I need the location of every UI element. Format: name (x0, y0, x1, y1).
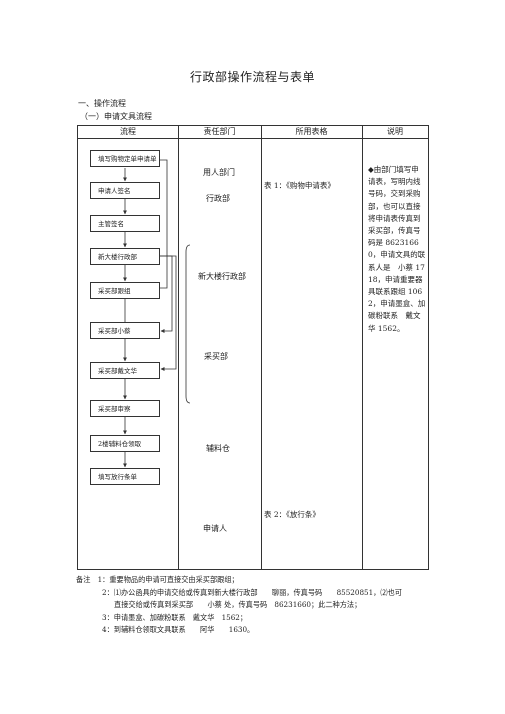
flow-step-manager-sign: 主管签名 (90, 215, 160, 232)
remarks-label: 备注 (76, 575, 91, 584)
header-notes: 说明 (362, 126, 428, 139)
dept-purchasing: 采买部 (204, 352, 228, 361)
dept-admin: 行政部 (206, 194, 230, 203)
flow-step-warehouse-pickup: 2楼辅料仓领取 (90, 435, 160, 452)
remarks: 备注 1：重要物品的申请可直接交由采买部跟组； 2：⑴办公函具的申请交给或传真到… (76, 574, 402, 637)
form-purchase-request: 表 1：《购物申请表》 (264, 181, 335, 190)
dept-requesting: 用人部门 (203, 168, 235, 177)
header-department: 责任部门 (178, 126, 261, 139)
flow-step-purchasing-dai: 采买部戴文华 (90, 362, 160, 379)
header-flow: 流程 (78, 126, 178, 139)
dept-warehouse: 辅料仓 (206, 444, 230, 453)
flow-step-purchasing-follow: 采买部跟组 (90, 282, 160, 299)
process-table: 流程 责任部门 所用表格 说明 (77, 125, 429, 570)
dept-applicant: 申请人 (203, 524, 227, 533)
flow-step-purchasing-xiaocai: 采买部小蔡 (90, 322, 160, 339)
remark-item: 直接交给或传真到采买部 小蔡 处，传真号码 86231660；此二种方法； (114, 600, 362, 609)
column-divider (261, 126, 262, 569)
flow-step-applicant-sign: 申请人签名 (90, 182, 160, 199)
page-title: 行政部操作流程与表单 (189, 70, 315, 84)
form-release-slip: 表 2：《放行条》 (264, 510, 320, 519)
remark-item: 2：⑴办公函具的申请交给或传真到新大楼行政部 聊丽，传真号码 85520851，… (102, 587, 402, 597)
remark-item: 3：申请墨盒、加碳粉联系 戴文华 1562； (102, 612, 248, 622)
flow-step-fill-form: 填写购物定单申请单 (90, 150, 160, 167)
remark-item: 4：到辅料仓领取文具联系 阿华 1630。 (102, 625, 255, 634)
subsection-heading: （一）申请文具流程 (80, 112, 152, 121)
column-divider (178, 126, 179, 569)
flow-step-purchasing-review: 采买部审察 (90, 400, 160, 417)
header-forms: 所用表格 (261, 126, 362, 139)
flow-step-new-building-admin: 新大楼行政部 (90, 248, 160, 265)
notes-text: ◆由部门填写申请表，写明内线号码，交到采购部，也可以直接将申请表传真到采买部，传… (368, 165, 426, 333)
remark-item: 1：重要物品的申请可直接交由采买部跟组； (97, 575, 239, 584)
dept-new-building-admin: 新大楼行政部 (198, 272, 246, 281)
section-heading: 一、操作流程 (78, 99, 126, 108)
column-divider (362, 126, 363, 569)
flow-step-release-slip: 填写放行条单 (90, 468, 160, 485)
